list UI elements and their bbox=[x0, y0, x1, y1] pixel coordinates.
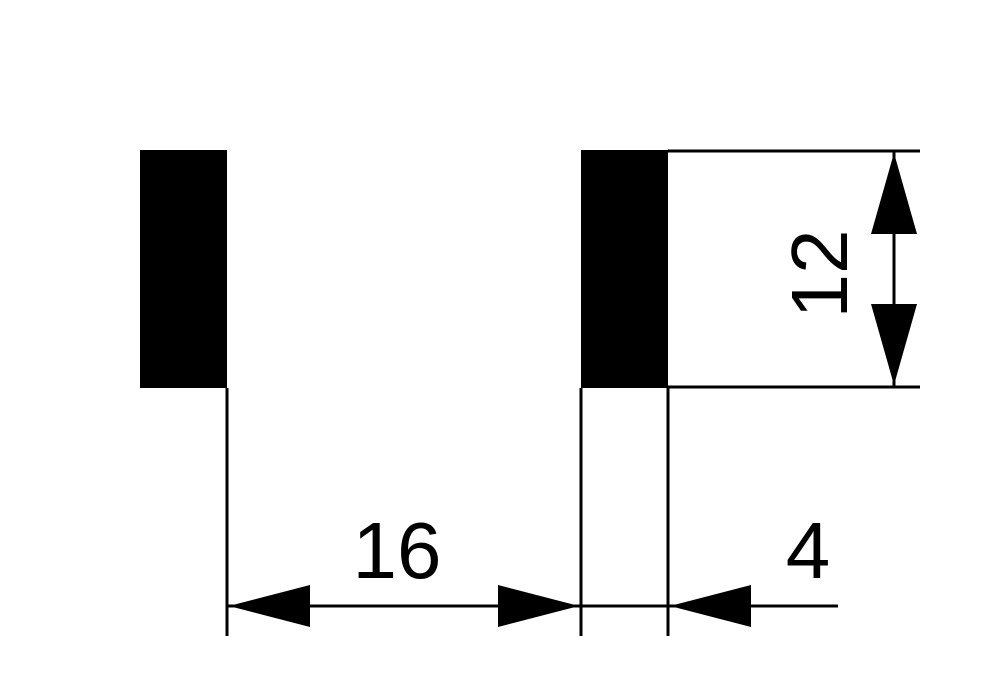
height-dimension-label: 12 bbox=[775, 230, 864, 319]
horizontal-dimension bbox=[227, 585, 838, 627]
gap-dimension-label: 16 bbox=[353, 506, 442, 595]
width-dimension-label: 4 bbox=[786, 506, 831, 595]
arrowhead-gap-right bbox=[498, 585, 579, 627]
left-block bbox=[140, 150, 227, 388]
arrowhead-height-top bbox=[871, 153, 917, 234]
extension-lines bbox=[225, 149, 920, 636]
right-block bbox=[581, 150, 668, 388]
arrowhead-height-bottom bbox=[871, 304, 917, 385]
arrowhead-gap-left bbox=[229, 585, 310, 627]
vertical-dimension bbox=[871, 151, 917, 387]
arrowhead-width bbox=[670, 585, 751, 627]
